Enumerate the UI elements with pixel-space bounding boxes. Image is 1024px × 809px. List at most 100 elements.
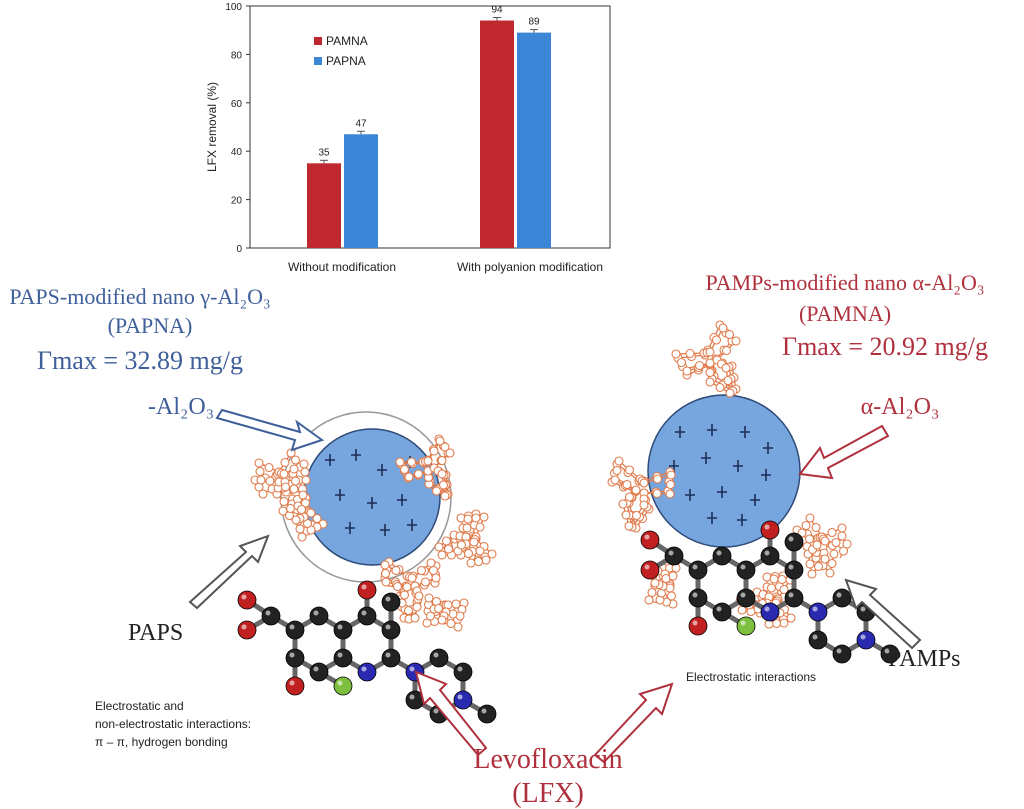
anion-bead-icon xyxy=(300,467,310,477)
atom-highlight xyxy=(337,624,343,630)
anion-bead-icon xyxy=(440,442,450,452)
anion-bead-icon xyxy=(825,568,835,578)
plus-charge-icon xyxy=(335,489,345,501)
anion-bead-icon xyxy=(771,618,782,629)
molecule-atom-icon xyxy=(640,560,660,580)
right-title: PAMPs-modified nano α-Al₂O₃ xyxy=(705,270,984,295)
anion-bead-icon xyxy=(711,335,722,345)
anion-bead-icon xyxy=(820,554,830,564)
anion-bead-icon xyxy=(671,349,681,359)
anion-bead-icon xyxy=(705,358,715,368)
anion-bead-icon xyxy=(297,532,307,542)
molecule-atom-icon xyxy=(784,532,804,552)
molecule-atom-icon xyxy=(333,676,353,696)
anion-bead-icon xyxy=(610,475,620,485)
plus-charge-icon xyxy=(763,442,773,454)
anion-bead-icon xyxy=(837,531,847,541)
plus-charge-icon xyxy=(740,426,750,438)
molecule-atom-icon xyxy=(736,616,756,636)
legend-swatch-papna xyxy=(314,57,322,65)
anion-bead-icon xyxy=(289,484,299,494)
molecule-atom-icon xyxy=(285,648,305,668)
anion-bead-icon xyxy=(624,492,635,502)
anion-bead-icon xyxy=(280,457,290,468)
left-interaction-line2: non-electrostatic interactions: xyxy=(95,717,251,731)
anion-bead-icon xyxy=(731,336,741,346)
anion-bead-icon xyxy=(256,475,266,485)
legend-swatch-pamna xyxy=(314,37,322,45)
anion-bead-icon xyxy=(725,388,735,398)
atom-highlight xyxy=(313,610,319,616)
anion-bead-icon xyxy=(258,489,268,499)
anion-bead-icon xyxy=(676,357,687,368)
right-core-label: α-Al₂O₃ xyxy=(861,394,940,420)
anion-bead-icon xyxy=(437,469,447,479)
molecule-atom-icon xyxy=(309,606,329,626)
molecule-atom-icon xyxy=(477,704,497,724)
plus-charge-icon xyxy=(345,522,355,534)
plus-charge-icon xyxy=(367,497,377,509)
atom-highlight xyxy=(337,680,343,686)
anion-bead-icon xyxy=(453,622,463,632)
anion-bead-icon xyxy=(289,464,299,474)
x-tick-label-0: Without modification xyxy=(288,260,396,274)
anion-bead-icon xyxy=(298,490,308,500)
atom-highlight xyxy=(313,666,319,672)
anion-bead-icon xyxy=(433,603,444,614)
anion-bead-icon xyxy=(290,476,301,486)
anion-bead-icon xyxy=(462,523,472,533)
atom-highlight xyxy=(740,564,746,570)
anion-bead-icon xyxy=(301,475,311,485)
plus-charge-icon xyxy=(377,464,387,476)
atom-highlight xyxy=(764,524,770,530)
anion-bead-icon xyxy=(440,491,450,501)
anion-bead-icon xyxy=(420,577,431,587)
anion-bead-icon xyxy=(807,569,817,579)
molecule-atom-icon xyxy=(832,588,852,608)
anion-bead-icon xyxy=(644,595,654,605)
molecule-atom-icon xyxy=(453,690,473,710)
paps-label: PAPS xyxy=(128,620,183,646)
anion-bead-icon xyxy=(423,456,433,466)
anion-bead-icon xyxy=(255,466,265,477)
anion-bead-icon xyxy=(718,323,728,333)
anion-bead-icon xyxy=(431,573,441,583)
atom-highlight xyxy=(409,694,415,700)
anion-bead-icon xyxy=(665,489,675,499)
anion-bead-icon xyxy=(614,456,624,466)
plus-charge-icon xyxy=(685,489,695,501)
molecule-atom-icon xyxy=(285,676,305,696)
plus-charge-icon xyxy=(397,494,407,506)
anion-bead-icon xyxy=(407,573,417,583)
anion-bead-icon xyxy=(813,561,824,572)
atom-highlight xyxy=(644,564,650,570)
plus-charge-icon xyxy=(737,514,747,526)
atom-highlight xyxy=(812,606,818,612)
molecule-atom-icon xyxy=(760,546,780,566)
anion-bead-icon xyxy=(300,498,311,508)
atom-highlight xyxy=(433,652,439,658)
atom-highlight xyxy=(457,666,463,672)
molecule-atom-icon xyxy=(261,606,281,626)
bar-value-label: 89 xyxy=(528,17,540,28)
anion-bead-icon xyxy=(428,565,439,576)
anion-bead-icon xyxy=(827,558,837,569)
anion-bead-icon xyxy=(723,375,733,386)
anion-bead-icon xyxy=(437,615,447,625)
anion-bead-icon xyxy=(624,521,634,531)
anion-bead-icon xyxy=(406,457,417,467)
anion-bead-icon xyxy=(466,558,476,568)
anion-bead-icon xyxy=(682,366,692,376)
pamps-arrow-icon xyxy=(844,578,922,650)
anion-bead-icon xyxy=(299,459,309,469)
atom-highlight xyxy=(409,666,415,672)
atom-highlight xyxy=(337,652,343,658)
right-particle xyxy=(607,320,852,629)
anion-bead-icon xyxy=(463,548,474,559)
anion-bead-icon xyxy=(724,329,735,340)
anion-bead-icon xyxy=(280,482,291,492)
anion-bead-icon xyxy=(291,515,301,525)
bar-pamna-0 xyxy=(307,163,341,248)
